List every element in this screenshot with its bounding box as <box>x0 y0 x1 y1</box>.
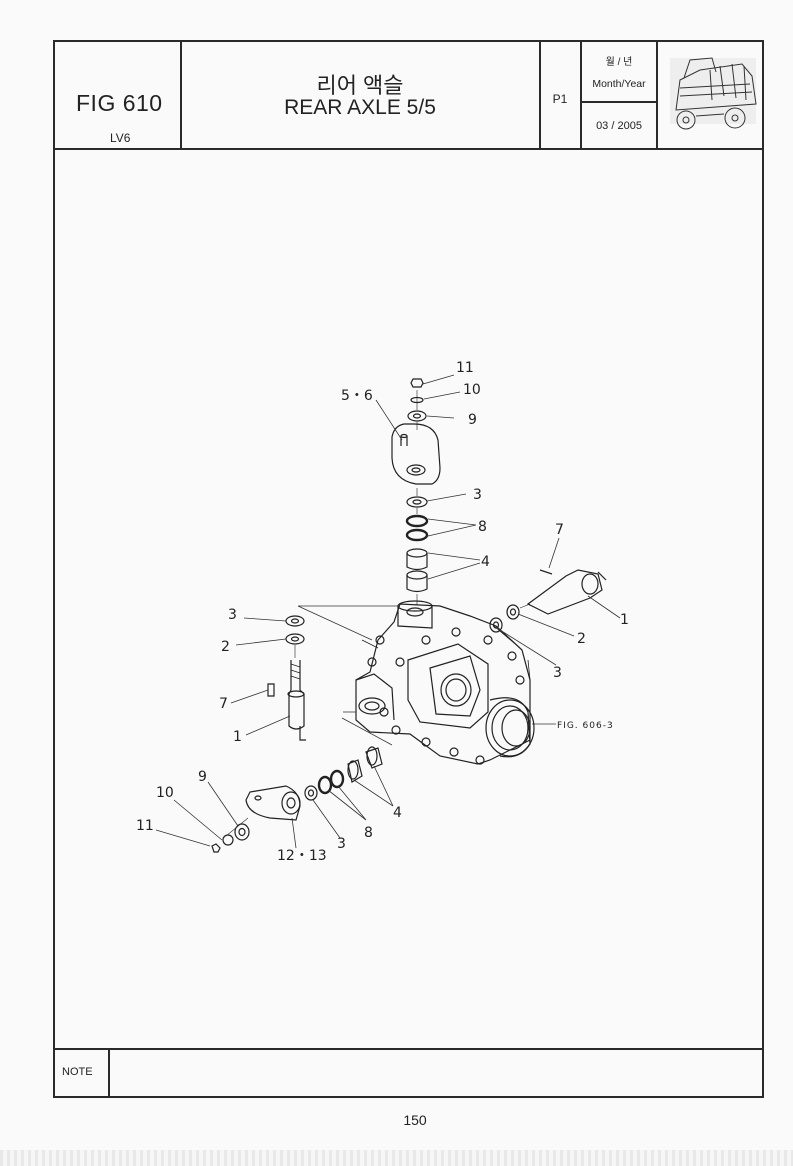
title-korean: 리어 액슬 <box>316 73 404 98</box>
callout-10-bottom: 10 <box>156 785 174 801</box>
note-label-divider <box>108 1048 110 1098</box>
callout-11-top: 11 <box>456 360 474 376</box>
month-year-label-korean: 월 / 년 <box>605 57 633 68</box>
header-divider-3 <box>580 40 582 149</box>
leader-lines <box>155 374 621 849</box>
month-year-divider <box>580 101 657 103</box>
callout-12-13: 12・13 <box>277 848 327 864</box>
note-top-divider <box>53 1048 764 1050</box>
header-divider-4 <box>656 40 658 149</box>
callout-9-bottom: 9 <box>198 769 207 785</box>
header-divider-1 <box>180 40 182 149</box>
callout-7-right: 7 <box>555 522 564 538</box>
callout-2-right: 2 <box>577 631 586 647</box>
callout-1-left: 1 <box>233 729 242 745</box>
callout-4-bottom: 4 <box>393 805 402 821</box>
model-code: LV6 <box>110 131 131 145</box>
axle-housing <box>355 600 535 765</box>
left-shaft-assembly <box>267 615 306 741</box>
upper-part-stack <box>391 378 441 605</box>
page-number: 150 <box>403 1112 427 1128</box>
callout-1-right: 1 <box>620 612 629 628</box>
figure-reference: FIG. 606-3 <box>557 721 614 731</box>
note-label: NOTE <box>62 1066 93 1078</box>
callout-10-top: 10 <box>463 382 481 398</box>
callout-2-left: 2 <box>221 639 230 655</box>
title-english: REAR AXLE 5/5 <box>284 96 436 119</box>
callout-11-bottom: 11 <box>136 818 154 834</box>
callout-5-6: 5・6 <box>341 388 373 404</box>
callout-8-upper: 8 <box>478 519 487 535</box>
month-year-label: Month/Year <box>592 78 646 90</box>
callout-4-upper: 4 <box>481 554 490 570</box>
month-year-value: 03 / 2005 <box>596 120 642 132</box>
header-divider-2 <box>539 40 541 149</box>
page-frame <box>53 40 764 1098</box>
header-bottom-divider <box>53 148 764 150</box>
callout-3-bottom: 3 <box>337 836 346 852</box>
callout-3-upper: 3 <box>473 487 482 503</box>
callout-3-left: 3 <box>228 607 237 623</box>
machine-thumbnail <box>670 57 757 130</box>
callout-8-bottom: 8 <box>364 825 373 841</box>
callout-3-right: 3 <box>553 665 562 681</box>
right-shaft-assembly <box>489 569 607 633</box>
callout-9-top: 9 <box>468 412 477 428</box>
scan-artifact <box>0 1150 793 1166</box>
figure-code: FIG 610 <box>76 90 163 116</box>
callout-7-left: 7 <box>219 696 228 712</box>
page-code: P1 <box>552 92 568 106</box>
bottom-lever-assembly <box>211 746 383 853</box>
